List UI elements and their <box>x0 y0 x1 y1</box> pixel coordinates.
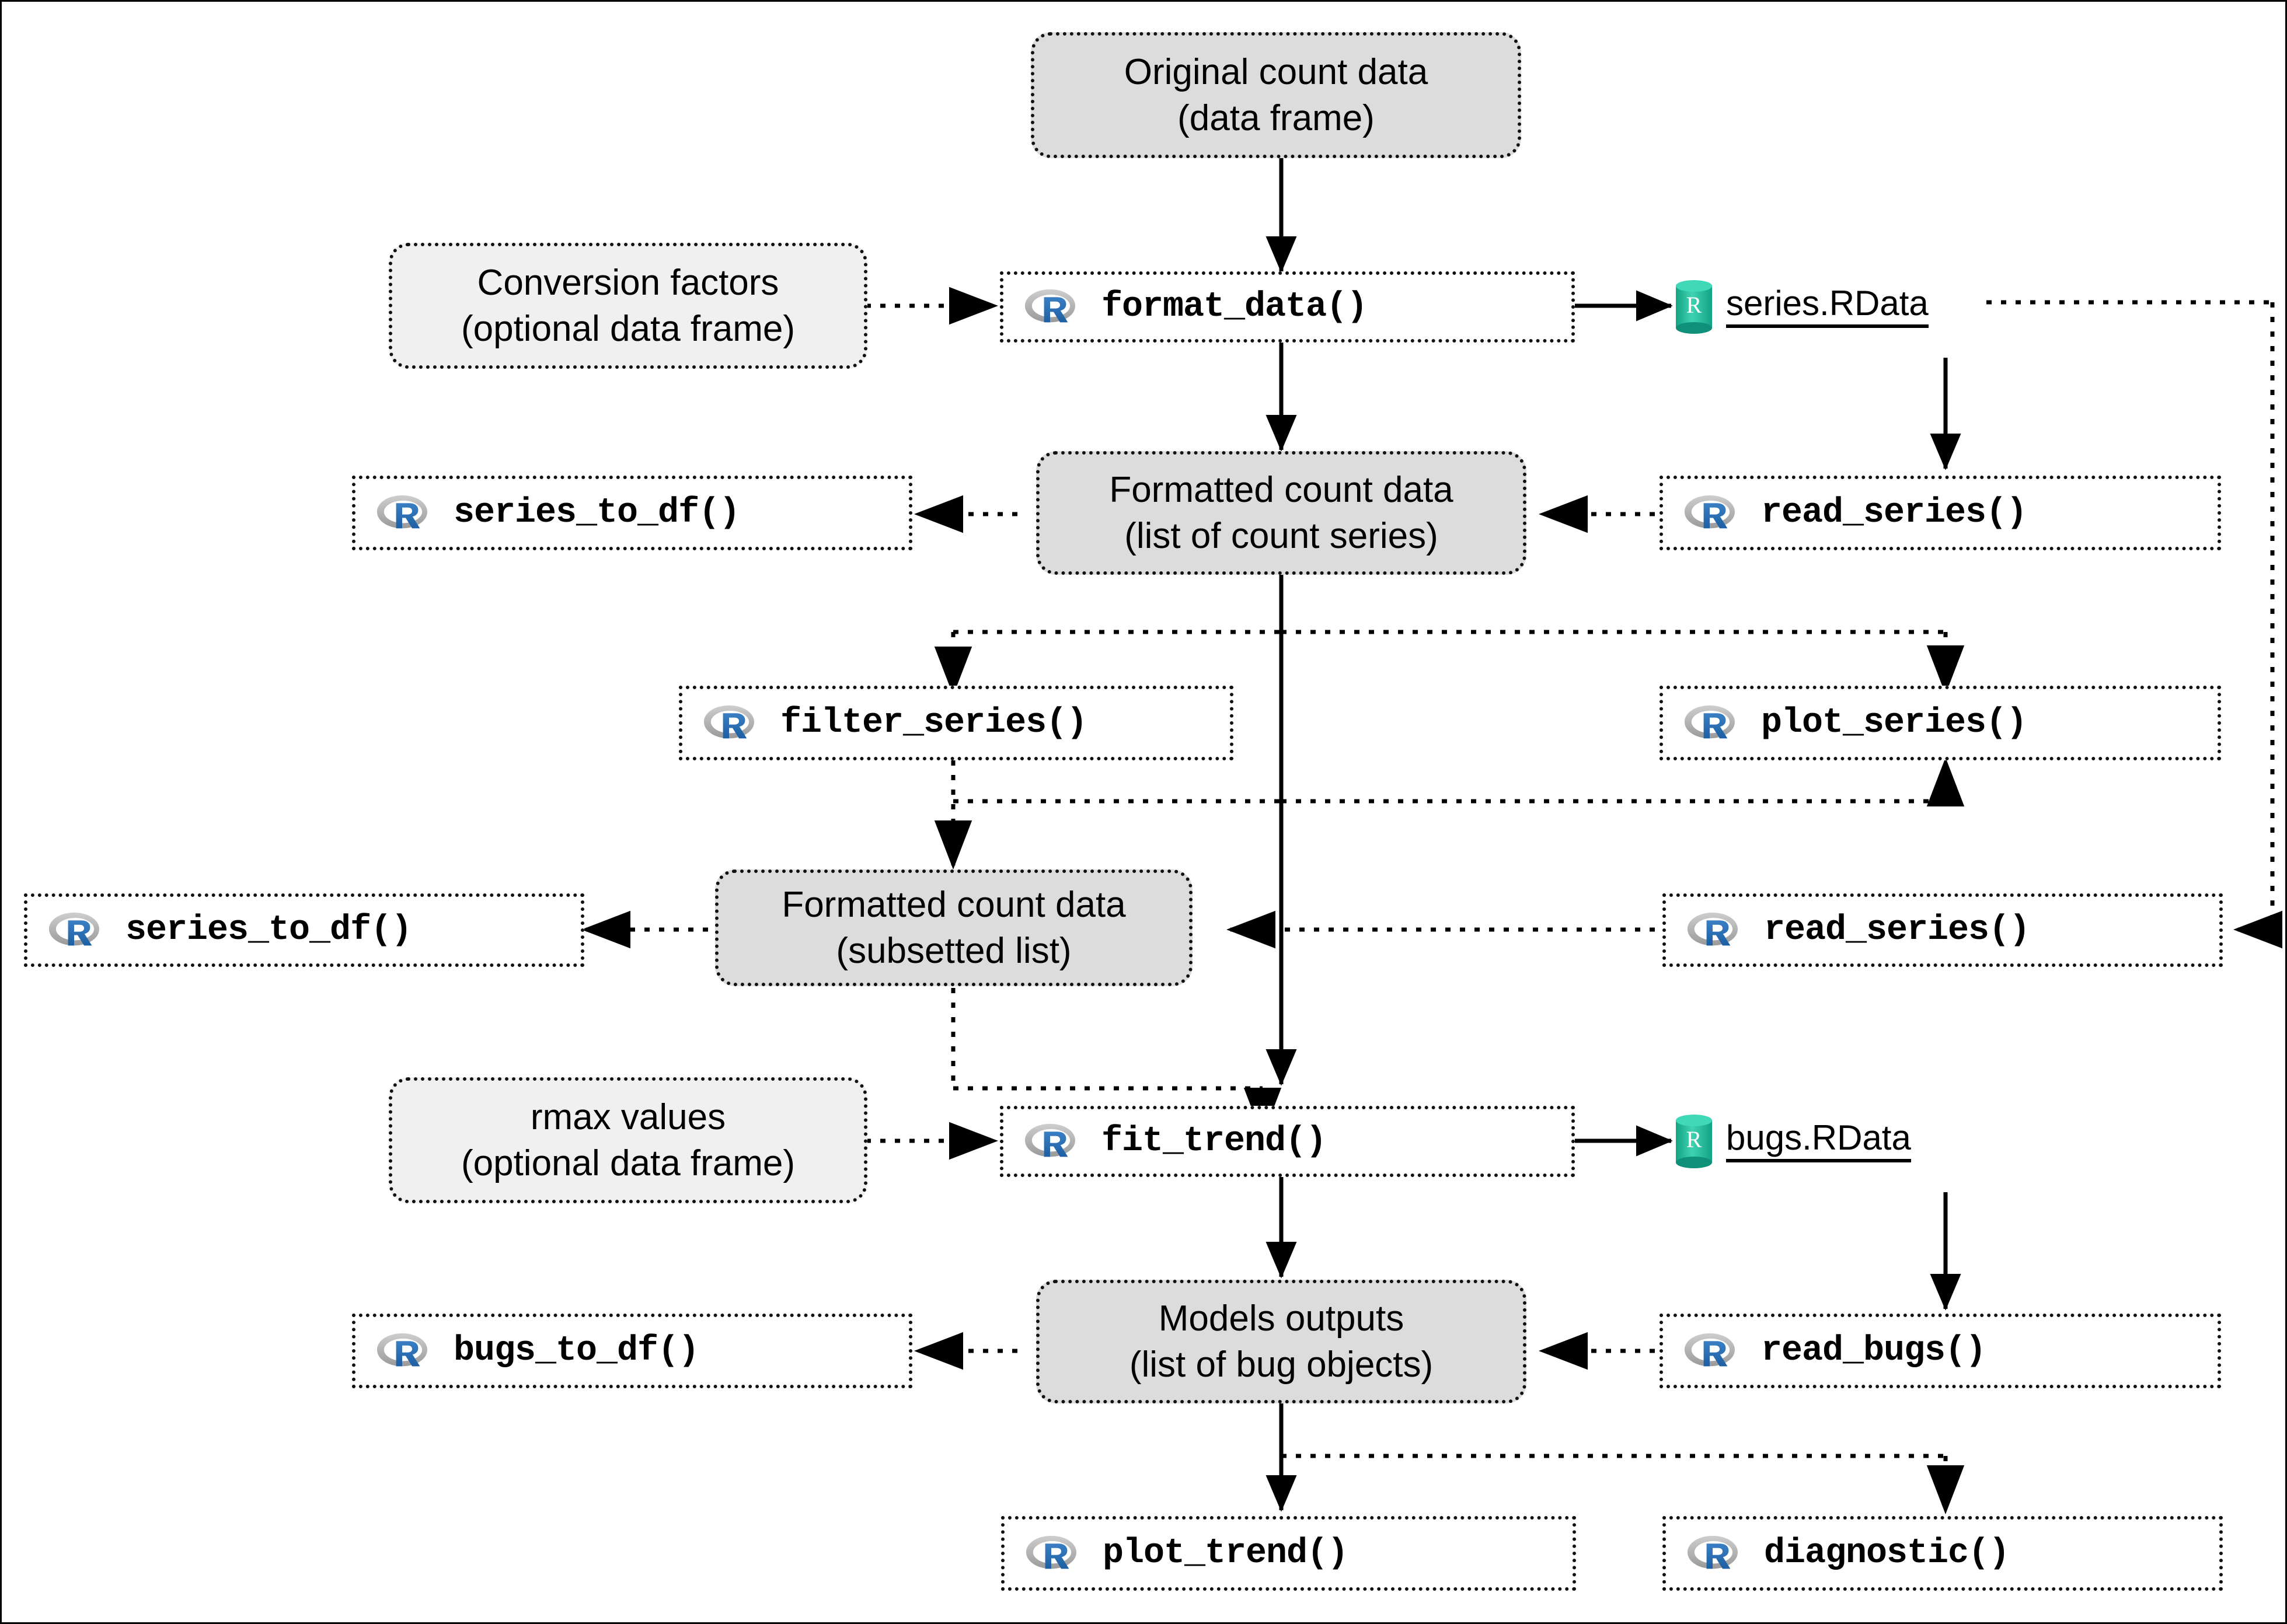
r-logo-icon <box>1686 1532 1739 1574</box>
node-label: Original count data (data frame) <box>1124 51 1428 138</box>
function-name: bugs_to_df() <box>454 1331 699 1371</box>
node-series-rdata[interactable]: R series.RData <box>1672 271 1988 343</box>
function-name: diagnostic() <box>1764 1534 2010 1573</box>
node-plot-series[interactable]: plot_series() <box>1660 686 2221 760</box>
svg-text:R: R <box>1686 1126 1702 1152</box>
node-label: Formatted count data (list of count seri… <box>1109 469 1453 556</box>
r-logo-icon <box>47 909 101 951</box>
function-name: read_bugs() <box>1761 1331 1986 1371</box>
node-series-to-df-top[interactable]: series_to_df() <box>352 476 912 550</box>
node-formatted-count-data[interactable]: Formatted count data (list of count seri… <box>1036 451 1526 575</box>
r-logo-icon <box>1023 286 1077 328</box>
node-label: Formatted count data (subsetted list) <box>782 884 1126 971</box>
r-logo-icon <box>702 702 756 744</box>
node-formatted-count-data-subset[interactable]: Formatted count data (subsetted list) <box>715 869 1193 986</box>
node-original-count-data[interactable]: Original count data (data frame) <box>1031 32 1521 158</box>
node-label: rmax values (optional data frame) <box>461 1096 796 1183</box>
node-bugs-rdata[interactable]: R bugs.RData <box>1672 1106 1988 1177</box>
function-name: filter_series() <box>780 703 1087 743</box>
rdata-db-icon: R <box>1672 1113 1716 1169</box>
node-filter-series[interactable]: filter_series() <box>679 686 1233 760</box>
function-name: read_series() <box>1764 910 2030 950</box>
node-conversion-factors[interactable]: Conversion factors (optional data frame) <box>389 243 867 369</box>
r-logo-icon <box>375 492 429 534</box>
file-name: series.RData <box>1726 286 1929 328</box>
node-format-data[interactable]: format_data() <box>1000 271 1575 343</box>
file-name: bugs.RData <box>1726 1120 1911 1162</box>
function-name: fit_trend() <box>1101 1122 1327 1161</box>
r-logo-icon <box>1683 492 1737 534</box>
r-logo-icon <box>1683 702 1737 744</box>
node-fit-trend[interactable]: fit_trend() <box>1000 1106 1575 1177</box>
node-rmax-values[interactable]: rmax values (optional data frame) <box>389 1077 867 1203</box>
r-logo-icon <box>1024 1532 1078 1574</box>
node-read-series-bottom[interactable]: read_series() <box>1662 893 2223 967</box>
node-bugs-to-df[interactable]: bugs_to_df() <box>352 1314 912 1388</box>
node-read-bugs[interactable]: read_bugs() <box>1660 1314 2221 1388</box>
r-logo-icon <box>1023 1120 1077 1162</box>
rdata-db-icon: R <box>1672 279 1716 335</box>
function-name: plot_trend() <box>1103 1534 1348 1573</box>
node-series-to-df-bottom[interactable]: series_to_df() <box>24 893 584 967</box>
node-read-series-top[interactable]: read_series() <box>1660 476 2221 550</box>
function-name: plot_series() <box>1761 703 2027 743</box>
function-name: series_to_df() <box>125 910 412 950</box>
node-label: Models outputs (list of bug objects) <box>1129 1298 1434 1385</box>
r-logo-icon <box>1683 1330 1737 1372</box>
node-label: Conversion factors (optional data frame) <box>461 262 796 349</box>
node-models-outputs[interactable]: Models outputs (list of bug objects) <box>1036 1280 1526 1403</box>
r-logo-icon <box>375 1330 429 1372</box>
function-name: series_to_df() <box>454 493 740 533</box>
function-name: read_series() <box>1761 493 2027 533</box>
node-plot-trend[interactable]: plot_trend() <box>1001 1516 1576 1591</box>
node-diagnostic[interactable]: diagnostic() <box>1662 1516 2223 1591</box>
function-name: format_data() <box>1101 287 1368 327</box>
svg-text:R: R <box>1686 292 1702 318</box>
r-logo-icon <box>1686 909 1739 951</box>
